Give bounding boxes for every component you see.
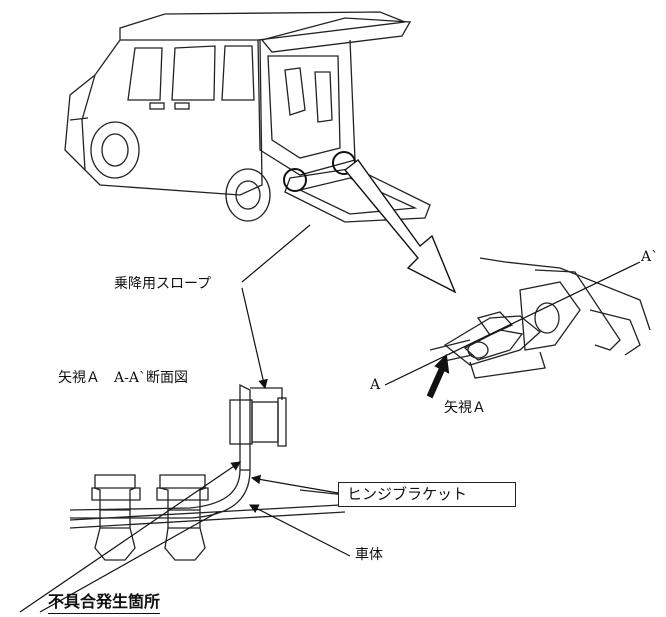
hinge-detail-illustration bbox=[429, 257, 651, 379]
defect-location-label: 不具合発生箇所 bbox=[48, 594, 161, 614]
view-a-arrow-icon bbox=[426, 353, 450, 399]
body-label: 車体 bbox=[355, 547, 383, 563]
hinge-mark-left bbox=[283, 168, 307, 192]
hinge-bracket-label: ヒンジブラケット bbox=[338, 482, 516, 507]
section-a-label: A bbox=[370, 377, 381, 393]
ramp-label: 乗降用スロープ bbox=[114, 276, 212, 292]
section-view-title: 矢視Ａ A-A`断面図 bbox=[58, 370, 188, 386]
section-view-illustration bbox=[69, 383, 346, 561]
leader-lines bbox=[19, 224, 351, 613]
section-a-prime-label: A` bbox=[641, 249, 659, 265]
section-line-a bbox=[384, 261, 641, 386]
view-a-label: 矢視Ａ bbox=[444, 400, 486, 416]
detail-arrow bbox=[343, 159, 457, 294]
